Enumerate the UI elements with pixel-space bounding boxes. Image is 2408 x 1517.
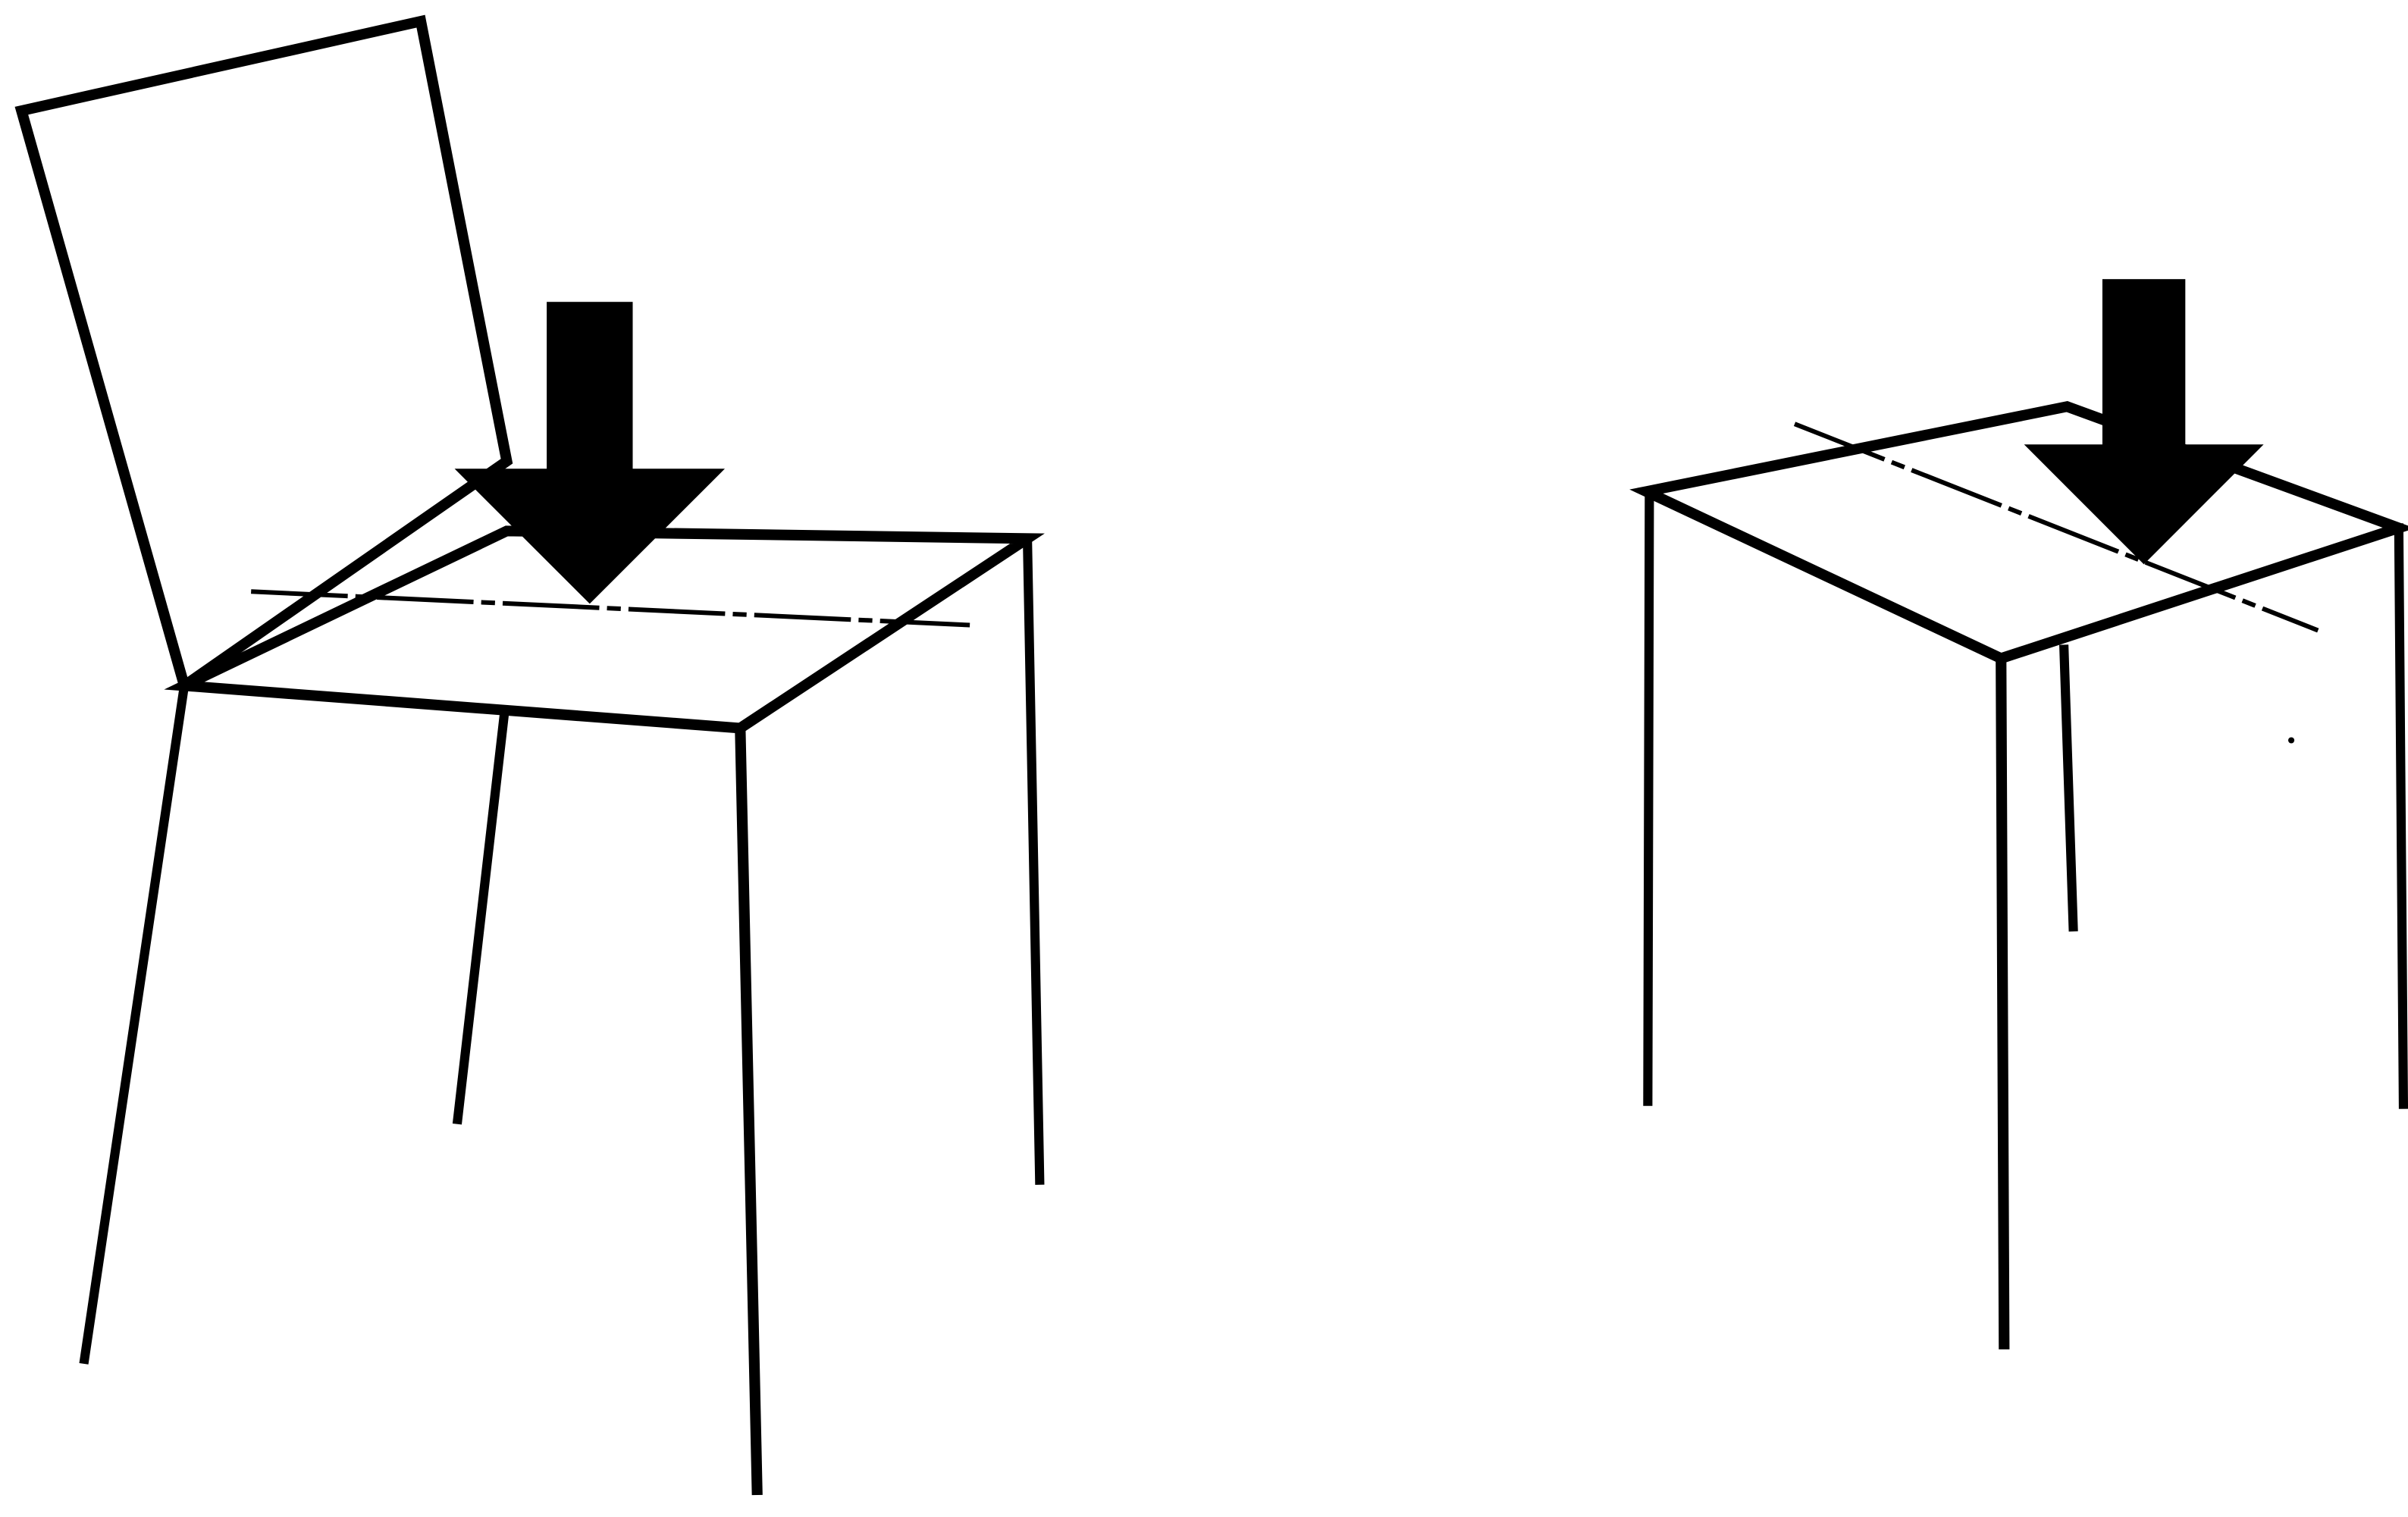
chair-leg-front-left bbox=[79, 680, 190, 1365]
stool-figure bbox=[1629, 279, 2408, 1349]
stool-seat bbox=[1629, 401, 2408, 664]
chair-axis-line bbox=[251, 589, 970, 628]
stool-leg-front bbox=[1996, 653, 2010, 1349]
stool-leg-front-left bbox=[1643, 487, 1654, 1106]
speck-mark bbox=[2288, 737, 2295, 744]
down-arrow-icon bbox=[454, 302, 726, 604]
chair-leg-front-right bbox=[735, 722, 763, 1496]
stool-axis-line bbox=[1793, 422, 2319, 633]
stool-leg-back-inner bbox=[2059, 644, 2078, 932]
down-arrow-icon bbox=[2024, 279, 2264, 565]
chair-leg-back-left bbox=[452, 713, 510, 1125]
chair-backrest bbox=[14, 14, 513, 694]
stool-leg-back-right bbox=[2394, 523, 2408, 1109]
chair-leg-back-right bbox=[1022, 534, 1045, 1185]
chair-figure bbox=[14, 14, 1045, 1496]
